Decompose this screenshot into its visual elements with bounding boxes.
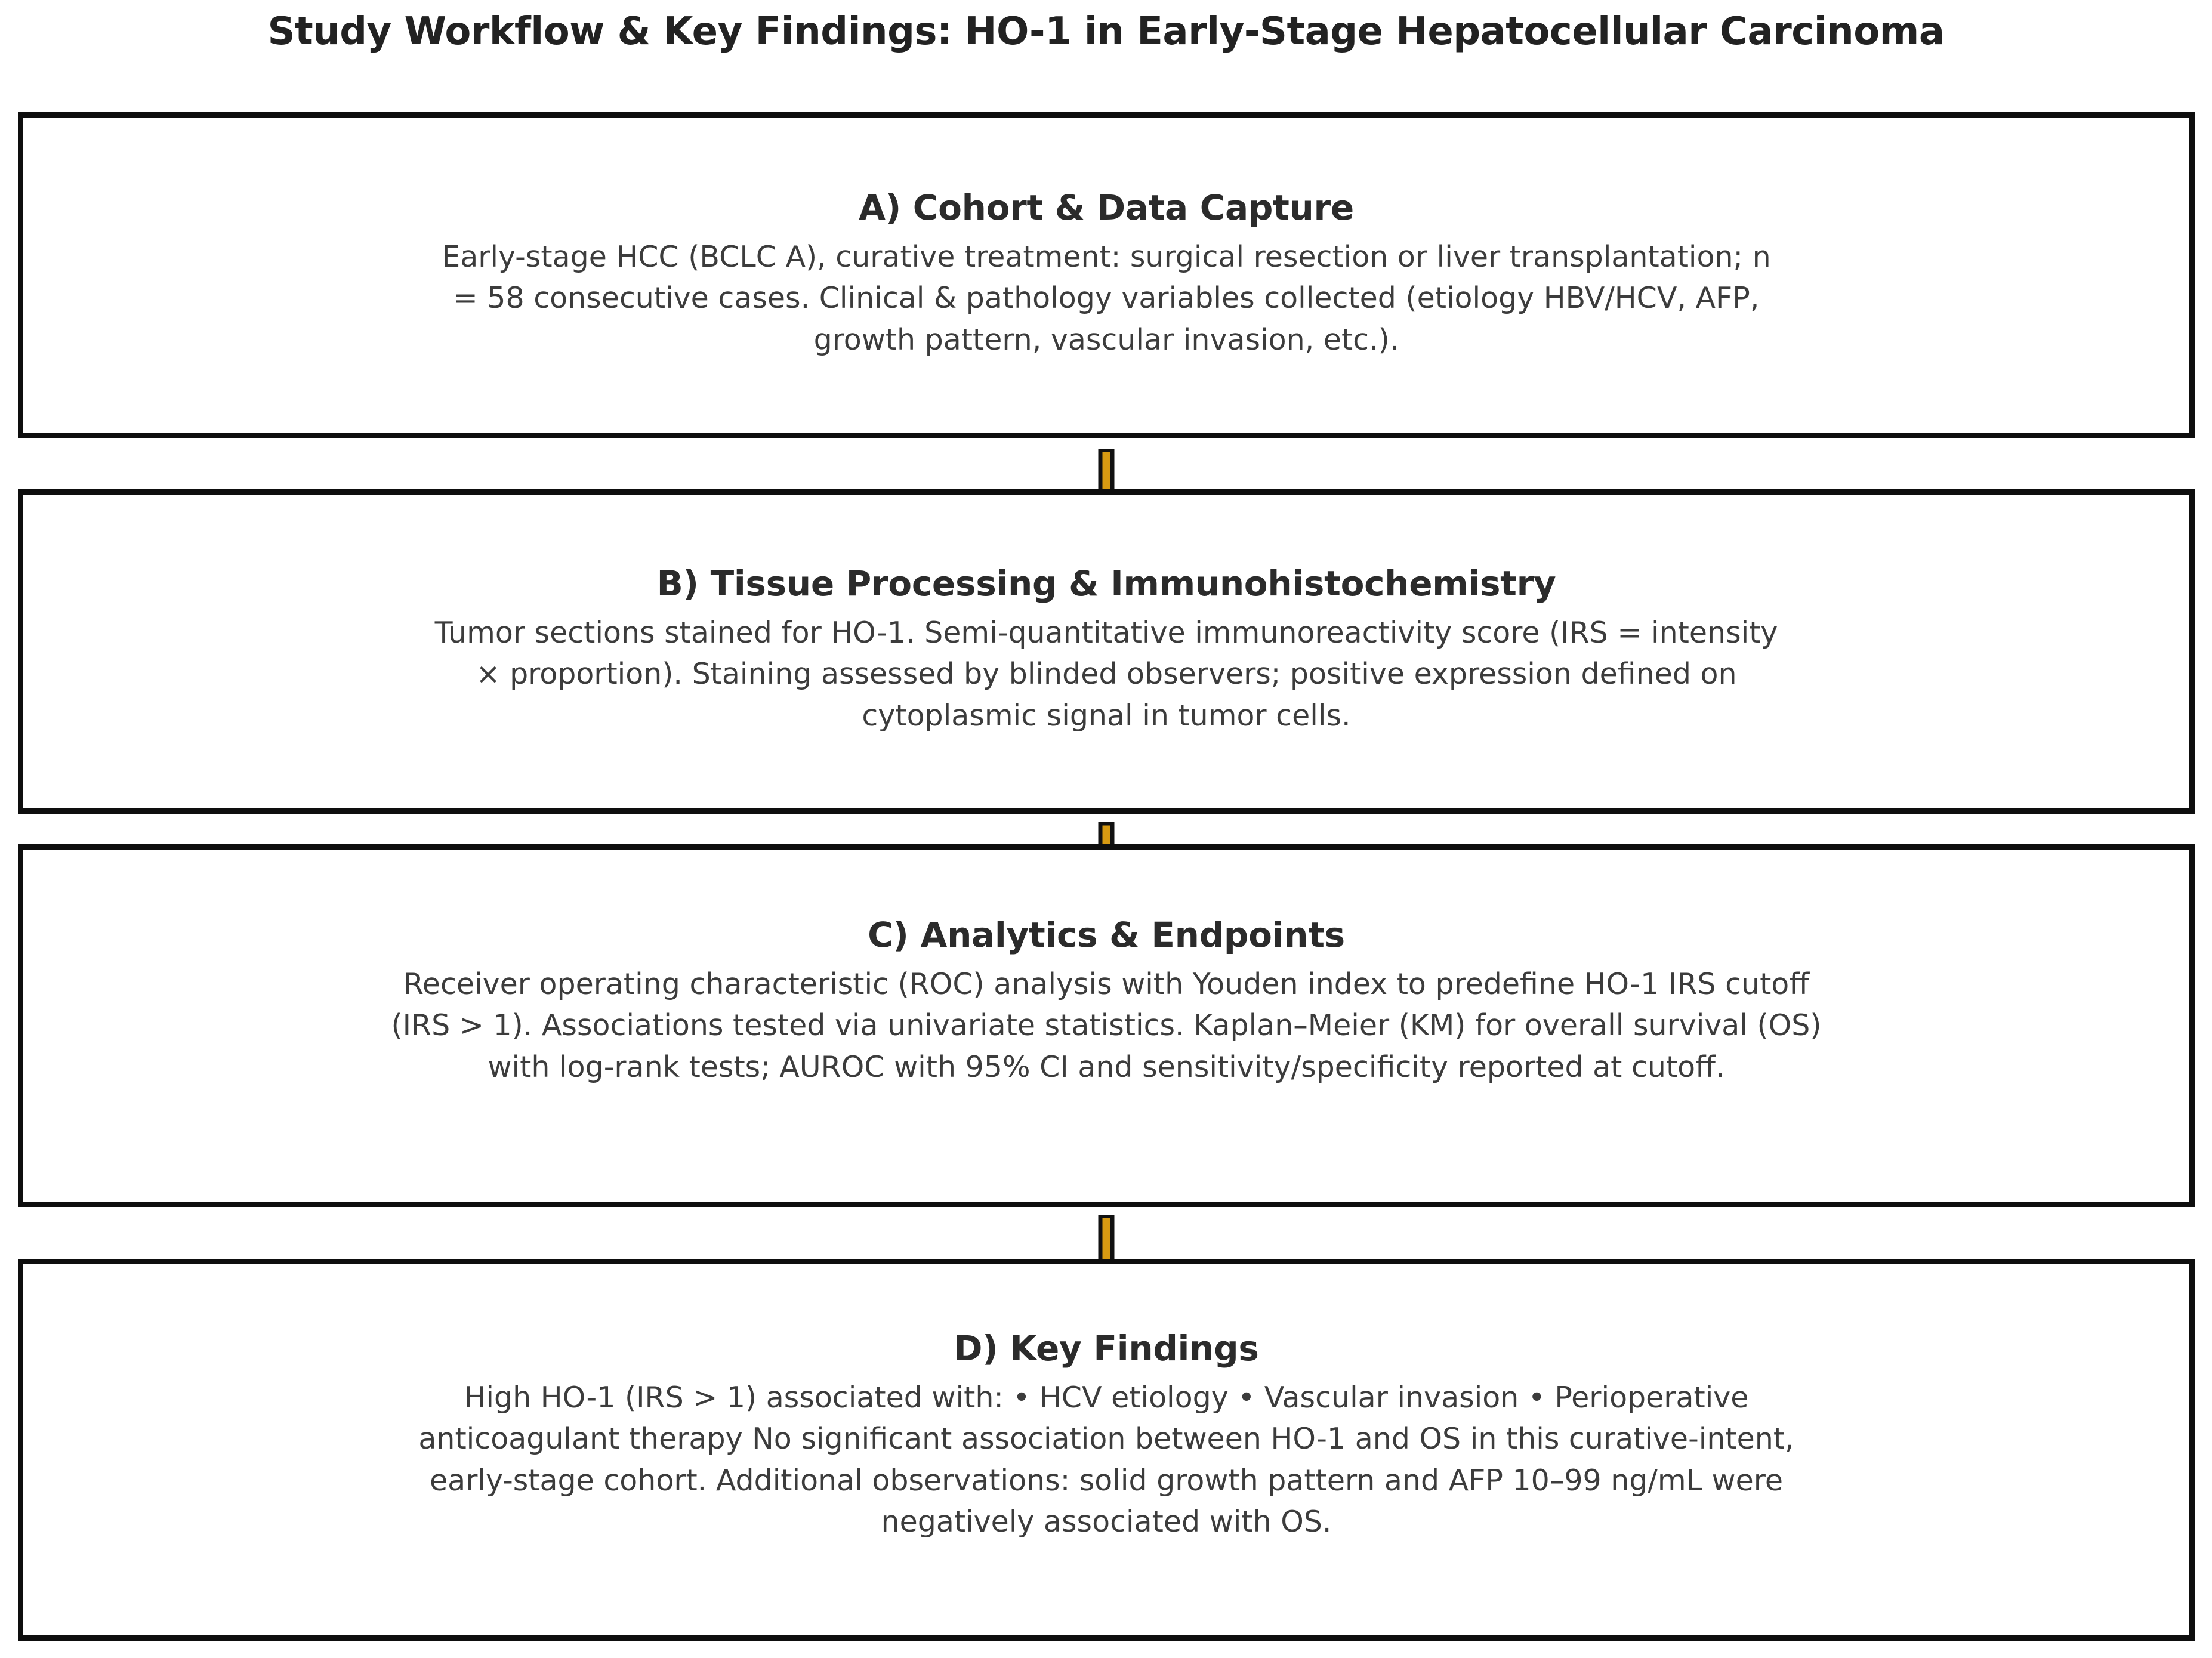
stage-c-body: Receiver operating characteristic (ROC) … bbox=[391, 967, 1822, 1084]
stage-box-b: B) Tissue Processing & Immunohistochemis… bbox=[18, 489, 2195, 814]
stage-b-body: Tumor sections stained for HO-1. Semi-qu… bbox=[434, 615, 1778, 733]
page-title: Study Workflow & Key Findings: HO-1 in E… bbox=[267, 10, 1945, 54]
stage-box-a: A) Cohort & Data Capture Early-stage HCC… bbox=[18, 112, 2195, 438]
stage-a-body: Early-stage HCC (BCLC A), curative treat… bbox=[442, 239, 1771, 357]
stage-b-heading: B) Tissue Processing & Immunohistochemis… bbox=[656, 563, 1556, 604]
stage-a-heading: A) Cohort & Data Capture bbox=[859, 187, 1354, 228]
stage-box-d: D) Key Findings High HO-1 (IRS > 1) asso… bbox=[18, 1259, 2195, 1641]
stage-c-heading: C) Analytics & Endpoints bbox=[868, 915, 1345, 955]
stage-box-c: C) Analytics & Endpoints Receiver operat… bbox=[18, 844, 2195, 1207]
stage-d-heading: D) Key Findings bbox=[954, 1328, 1259, 1369]
stage-d-body: High HO-1 (IRS > 1) associated with: • H… bbox=[418, 1380, 1794, 1539]
